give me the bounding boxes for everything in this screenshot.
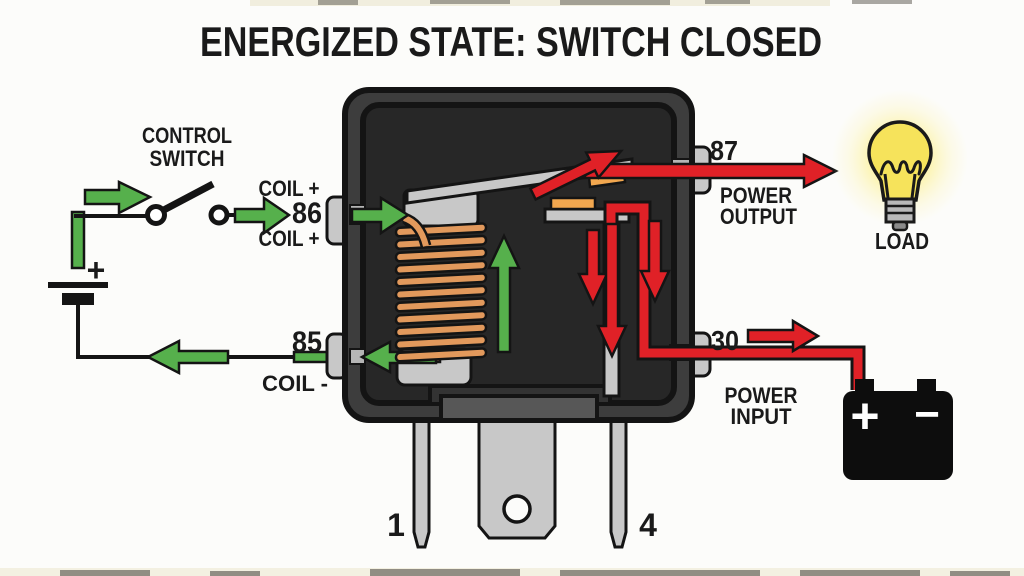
- terminal-86-label: 86: [292, 197, 322, 230]
- control-switch-label-line2: SWITCH: [150, 146, 225, 171]
- coil-plus-upper-label: COIL +: [259, 176, 320, 201]
- flow-arrow-return-icon: [145, 338, 230, 376]
- relay-coil: [350, 188, 521, 387]
- flow-arrow-magnetic-field-icon: [487, 233, 521, 354]
- coil-wire-from-86-copper: [402, 215, 429, 247]
- control-switch-label-line1: CONTROL: [142, 123, 232, 148]
- current-arrow-armature-icon: [528, 149, 624, 202]
- switch-throw-contact: [208, 204, 230, 226]
- battery-terminal-negative: [917, 379, 936, 394]
- battery-minus-label: −: [914, 390, 940, 439]
- flow-arrow-to-86-icon: [233, 195, 292, 236]
- power-feed-wire: [606, 203, 863, 390]
- bulb-base-ridges: [886, 204, 914, 215]
- load-label: LOAD: [875, 228, 929, 254]
- current-arrow-down-1-icon: [577, 228, 609, 307]
- load-bulb-icon: [832, 90, 968, 232]
- power-output-label-line2: OUTPUT: [720, 204, 797, 229]
- control-circuit: CONTROL SWITCH + COIL + 86 COIL +: [48, 123, 352, 396]
- pin-4-label: 4: [639, 507, 657, 543]
- coil-plus-lower-label: COIL +: [259, 226, 320, 251]
- control-battery-plus-label: +: [87, 252, 106, 288]
- relay-base-plate: [439, 394, 599, 422]
- battery-terminal-positive: [855, 379, 874, 394]
- relay-center-blade: [477, 412, 557, 540]
- bulb-filament: [879, 160, 922, 176]
- power-output-label-line1: POWER: [720, 183, 792, 208]
- current-arrow-down-3-icon: [639, 219, 671, 304]
- power-input-arrow-icon: [746, 318, 821, 354]
- coil-windings: [394, 222, 488, 363]
- terminal-85-label: 85: [292, 326, 322, 359]
- fixed-contact-pad: [549, 196, 597, 211]
- terminal-87-label: 87: [710, 135, 738, 166]
- power-output-arrow-icon: [583, 152, 839, 190]
- diagram-title: ENERGIZED STATE: SWITCH CLOSED: [200, 18, 822, 65]
- control-wire-green-segment: [70, 210, 86, 270]
- battery-ground-wire: [76, 305, 296, 359]
- center-blade-hole: [502, 494, 532, 524]
- bulb-base: [884, 197, 916, 224]
- flow-arrow-86-into-coil-icon: [350, 195, 411, 236]
- bulb-base-tip: [891, 220, 909, 232]
- switch-pivot-contact: [145, 204, 167, 226]
- relay-pin-1: [412, 412, 431, 549]
- control-switch-icon: [145, 180, 236, 226]
- power-battery-icon: + −: [843, 379, 953, 480]
- relay-pin-4: [609, 412, 628, 549]
- coil-minus-label: COIL -: [262, 371, 328, 396]
- power-input-label-line1: POWER: [725, 383, 798, 408]
- flow-arrow-to-switch-icon: [83, 180, 153, 216]
- battery-positive-plate: [48, 282, 108, 288]
- current-arrow-down-2-icon: [596, 222, 628, 359]
- power-circuit: 87 POWER OUTPUT LOAD 30 POWER INPUT + −: [528, 90, 968, 480]
- battery-negative-plate: [62, 293, 94, 305]
- power-input-label-line2: INPUT: [731, 404, 793, 429]
- battery-body: [843, 391, 953, 480]
- terminal-30-label: 30: [711, 325, 739, 356]
- switch-blade: [158, 180, 215, 216]
- pin-1-label: 1: [387, 507, 405, 543]
- bulb-filament-supports: [883, 173, 917, 199]
- battery-plus-label: +: [850, 388, 879, 444]
